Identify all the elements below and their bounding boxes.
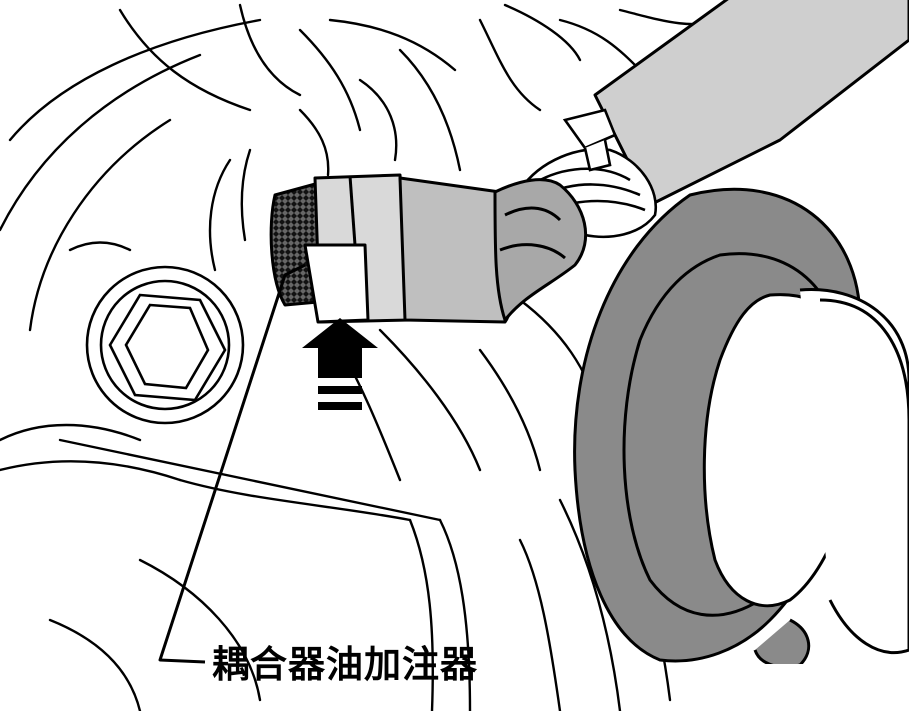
callout-leader-line: [158, 263, 306, 664]
blank-patch: [678, 664, 909, 711]
callout-label: 耦合器油加注器: [212, 643, 478, 686]
hex-bolt: [85, 265, 245, 425]
pulley-disc: [573, 187, 909, 669]
coupler-oil-filler: [269, 173, 588, 324]
direction-arrow-icon: [302, 318, 378, 410]
housing-outline: [0, 3, 722, 711]
